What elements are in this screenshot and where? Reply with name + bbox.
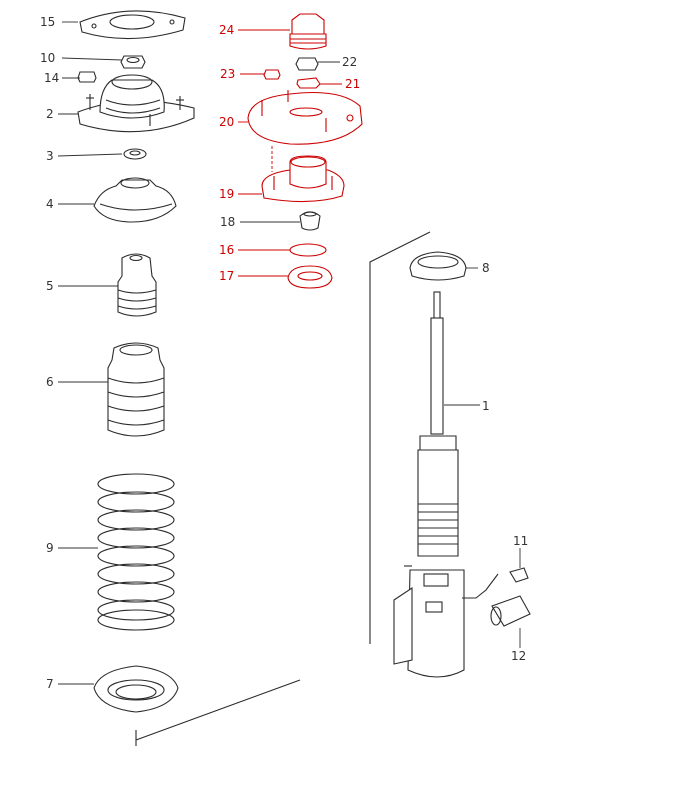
part-19-mount <box>261 155 345 203</box>
part-7-spring-seat <box>93 665 179 713</box>
callout-8: 8 <box>482 261 490 275</box>
part-18-bushing <box>299 211 321 231</box>
callout-14: 14 <box>44 71 59 85</box>
callout-12: 12 <box>511 649 526 663</box>
part-2-strut-mount <box>77 74 195 133</box>
part-11-clip <box>509 567 529 583</box>
callout-4: 4 <box>46 197 54 211</box>
part-15-gasket <box>79 10 186 40</box>
callout-20: 20 <box>219 115 234 129</box>
callout-10: 10 <box>40 51 55 65</box>
callout-9: 9 <box>46 541 54 555</box>
callout-18: 18 <box>220 215 235 229</box>
part-8-seat-ring <box>409 251 467 281</box>
callout-24: 24 <box>219 23 234 37</box>
part-22-nut <box>295 57 319 71</box>
part-23-nut <box>263 69 281 80</box>
callout-16: 16 <box>219 243 234 257</box>
part-20-plate <box>247 90 363 145</box>
callout-17: 17 <box>219 269 234 283</box>
callout-2: 2 <box>46 107 54 121</box>
part-24-cap <box>289 13 327 50</box>
callout-19: 19 <box>219 187 234 201</box>
callout-3: 3 <box>46 149 54 163</box>
part-17-seat <box>287 265 333 289</box>
callout-23: 23 <box>220 67 235 81</box>
callout-15: 15 <box>40 15 55 29</box>
part-21-washer <box>296 77 321 89</box>
callout-22: 22 <box>342 55 357 69</box>
part-4-bearing <box>93 177 177 223</box>
part-12-sleeve <box>490 595 531 627</box>
part-14-nut <box>77 71 97 83</box>
callout-5: 5 <box>46 279 54 293</box>
part-5-bump-stop <box>117 253 157 317</box>
part-10-nut <box>120 55 146 69</box>
callout-11: 11 <box>513 534 528 548</box>
part-1-strut <box>393 291 499 678</box>
part-9-coil-spring <box>97 473 175 631</box>
callout-7: 7 <box>46 677 54 691</box>
callout-1: 1 <box>482 399 490 413</box>
callout-21: 21 <box>345 77 360 91</box>
part-16-o-ring <box>289 243 327 257</box>
part-6-dust-boot <box>107 342 165 437</box>
part-3-washer <box>123 148 147 160</box>
callout-6: 6 <box>46 375 54 389</box>
